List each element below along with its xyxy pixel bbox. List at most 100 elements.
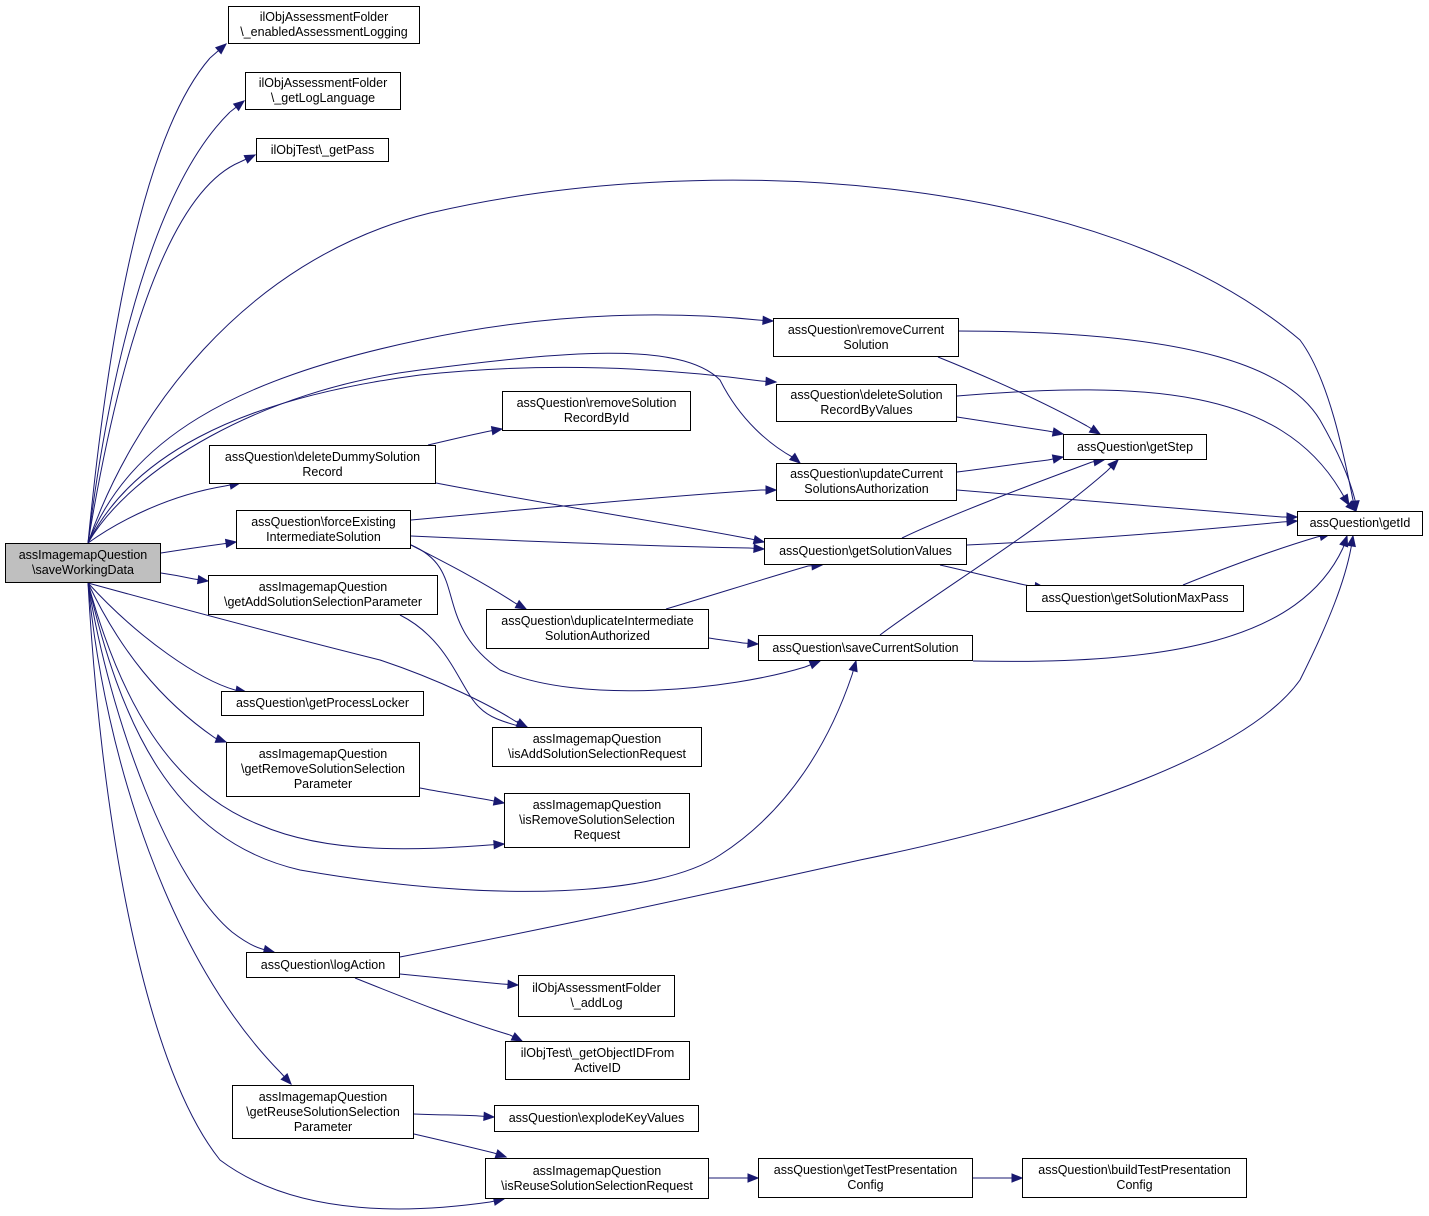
call-edge [419,787,490,801]
node-label-line: ilObjAssessmentFolder [259,10,389,24]
function-node-get-add-param[interactable]: assImagemapQuestion\getAddSolutionSelect… [208,575,438,615]
function-node-log-action[interactable]: assQuestion\logAction [246,952,400,978]
node-label-line: Parameter [293,777,353,791]
function-node-get-locker[interactable]: assQuestion\getProcessLocker [221,691,424,716]
call-edge [87,582,516,722]
arrowhead [753,543,766,554]
arrowhead [1051,427,1065,437]
node-label-line: assQuestion\deleteSolution [790,388,943,402]
call-edge [413,1133,495,1154]
node-label-line: assQuestion\removeSolution [516,396,677,410]
function-node-root: assImagemapQuestion\saveWorkingData [5,543,161,583]
node-label-line: assImagemapQuestion [532,1163,662,1178]
function-node-is-remove-req[interactable]: assImagemapQuestion\isRemoveSolutionSele… [504,793,690,848]
node-label-line: assQuestion\getStep [1076,439,1194,454]
node-label-line: \getRemoveSolutionSelection [241,762,405,776]
call-edge [708,637,744,644]
arrowhead [752,535,766,545]
call-edge [939,564,1031,587]
call-edge [937,356,1088,427]
arrowhead [747,638,760,649]
call-edge [956,389,1341,491]
node-label-line: SolutionsAuthorization [804,482,929,496]
node-label-line: ilObjAssessmentFolder [532,981,661,995]
node-label-line: ActiveID [574,1060,621,1075]
function-node-is-reuse-req[interactable]: assImagemapQuestion\isReuseSolutionSelec… [485,1158,709,1199]
call-edge [87,314,759,544]
call-edge [87,111,231,544]
call-edge [87,582,853,892]
node-label-line: assImagemapQuestion [258,747,388,761]
call-edge [87,352,795,544]
function-node-get-remove-param[interactable]: assImagemapQuestion\getRemoveSolutionSel… [226,742,420,797]
function-node-save-current[interactable]: assQuestion\saveCurrentSolution [758,635,973,661]
node-label-line: Solution [843,337,889,352]
call-edge [410,544,806,692]
function-node-explode[interactable]: assQuestion\explodeKeyValues [494,1105,699,1132]
call-edge [956,459,1049,473]
function-node-get-solution-values[interactable]: assQuestion\getSolutionValues [764,538,967,565]
arrowhead [1346,534,1356,548]
arrowhead [280,1073,292,1085]
node-label-line: ilObjAssessmentFolder [258,76,388,90]
node-label-line: RecordById [563,411,630,425]
function-node-get-reuse-param[interactable]: assImagemapQuestion\getReuseSolutionSele… [232,1085,414,1139]
arrowhead [1286,516,1299,527]
call-edge [87,582,216,739]
node-label-line: \isReuseSolutionSelectionRequest [501,1178,693,1193]
function-node-add-log[interactable]: ilObjAssessmentFolder\_addLog [518,975,675,1017]
node-label-line: assQuestion\saveCurrentSolution [772,640,959,655]
call-edge [956,489,1283,518]
call-edge [410,489,762,521]
node-label-line: assQuestion\deleteDummySolution [224,449,421,464]
node-label-line: \getReuseSolutionSelection [246,1104,400,1119]
call-edge [87,57,211,544]
function-node-get-step[interactable]: assQuestion\getStep [1063,434,1207,460]
call-edge [87,366,762,544]
function-node-get-pass[interactable]: ilObjTest\_getPass [256,138,389,162]
node-label-line: assQuestion\buildTestPresentation [1038,1163,1231,1177]
node-label-line: assQuestion\duplicateIntermediate [501,614,694,628]
node-label-line: assQuestion\getId [1309,516,1411,530]
call-edge [413,1113,480,1117]
call-edge [87,161,241,544]
call-edge [87,582,263,950]
node-label-line: assQuestion\forceExisting [251,514,396,529]
arrowhead [848,659,858,673]
call-edge [435,482,752,540]
function-node-get-id[interactable]: assQuestion\getId [1297,511,1423,536]
function-node-is-add-req[interactable]: assImagemapQuestion\isAddSolutionSelecti… [492,727,702,767]
call-edge [399,614,516,726]
node-label-line: assQuestion\logAction [260,957,386,972]
call-edge [160,572,195,580]
function-node-enabled-logging[interactable]: ilObjAssessmentFolder\_enabledAssessment… [228,6,420,44]
arrowhead [490,426,504,436]
arrowhead [765,376,778,387]
arrowhead [507,979,520,990]
arrowhead [1107,459,1119,471]
node-label-line: IntermediateSolution [266,529,381,544]
function-node-get-max-pass[interactable]: assQuestion\getSolutionMaxPass [1026,585,1244,612]
node-label-line: RecordByValues [820,403,913,417]
call-edge [966,521,1283,546]
arrowhead [214,733,228,743]
node-label-line: \isRemoveSolutionSelection [519,813,675,827]
function-node-get-log-language[interactable]: ilObjAssessmentFolder\_getLogLanguage [245,72,401,110]
node-label-line: assQuestion\getSolutionValues [779,544,952,558]
call-edge [87,582,490,850]
node-label-line: \isAddSolutionSelectionRequest [508,747,686,761]
node-label-line: assImagemapQuestion [258,580,388,594]
arrowhead [510,1032,524,1042]
